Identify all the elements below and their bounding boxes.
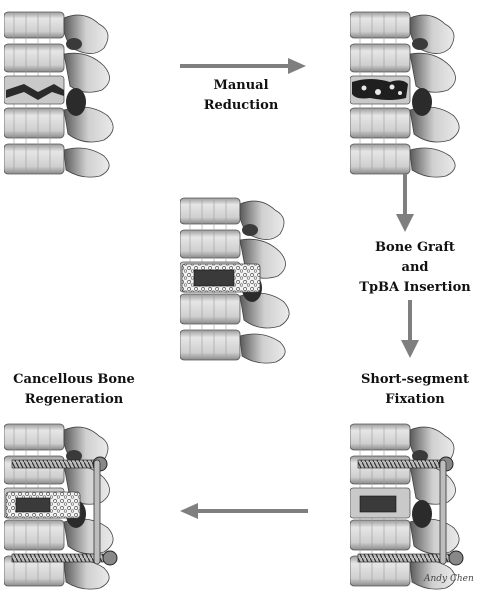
panel-bone-graft-spine <box>180 196 315 366</box>
arrow-down-1 <box>396 174 414 232</box>
fixation-spine-illustration <box>350 423 464 590</box>
panel-reduced-spine <box>350 10 485 180</box>
bone-graft-spine-illustration <box>180 197 290 364</box>
arrow-left <box>180 503 308 519</box>
label-bone-graft: Bone Graft and TpBA Insertion <box>359 240 471 295</box>
regeneration-spine-illustration <box>4 423 118 590</box>
panel-regeneration-spine <box>4 422 139 592</box>
arrow-down-2 <box>401 300 419 358</box>
panel-fixation-spine <box>350 422 485 592</box>
arrow-right <box>180 58 306 74</box>
artist-signature: Andy Chen <box>424 574 474 584</box>
label-manual-reduction: Manual Reduction <box>203 78 279 113</box>
label-fixation: Short-segment Fixation <box>361 372 469 407</box>
fractured-spine-illustration <box>4 11 114 178</box>
label-regeneration: Cancellous Bone Regeneration <box>13 372 135 407</box>
reduced-spine-illustration <box>350 11 460 178</box>
panel-fractured-spine <box>4 10 139 180</box>
